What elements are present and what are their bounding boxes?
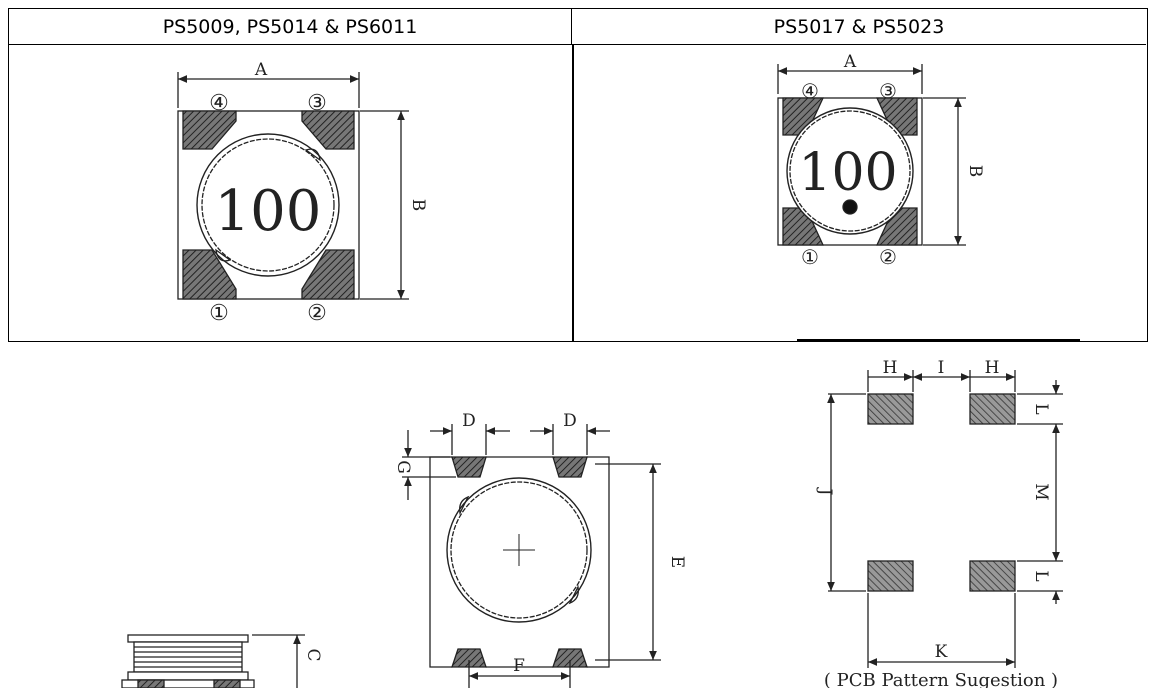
pad-d-left [451, 456, 487, 478]
pcb-caption: ( PCB Pattern Sugestion ) [824, 670, 1058, 688]
label-i: I [938, 358, 945, 378]
pad-bottom-right [552, 648, 588, 668]
pcb-pad-bl [867, 560, 914, 592]
pad-bottom-left [451, 648, 487, 668]
label-e: E [667, 556, 687, 568]
pin-3-left: ③ [307, 91, 327, 116]
side-view [121, 634, 305, 688]
pad-3 [301, 110, 355, 150]
pin-4-left: ④ [209, 91, 229, 116]
pad-d-right [552, 456, 588, 478]
label-g: G [393, 460, 413, 474]
notch-top [304, 148, 321, 162]
label-d-left: D [462, 411, 476, 431]
winding-right [786, 107, 914, 235]
pin-4-right: ④ [801, 79, 819, 103]
label-d-right: D [563, 411, 577, 431]
label-m: M [1031, 483, 1051, 500]
pad-2 [301, 249, 355, 300]
label-l-top: L [1031, 403, 1051, 414]
marking-left: 100 [215, 179, 322, 244]
pcb-top-rule [797, 339, 1080, 341]
bottom-view [402, 424, 661, 688]
label-a-right: A [843, 52, 857, 72]
label-f: F [513, 656, 525, 676]
pin-1-left: ① [209, 301, 229, 326]
winding-right-inner [789, 110, 911, 232]
pcb-pattern [827, 370, 1063, 668]
label-h-left: H [883, 358, 898, 378]
label-b-left: B [408, 199, 428, 212]
header-right: PS5017 & PS5023 [572, 9, 1146, 45]
label-h-right: H [985, 358, 1000, 378]
pad-1 [182, 249, 237, 300]
pin-2-right: ② [879, 245, 897, 269]
label-b-right: B [965, 165, 985, 178]
marking-right: 100 [798, 143, 897, 203]
pcb-pad-tl [867, 393, 914, 425]
pin-1-right: ① [801, 245, 819, 269]
specs-table: PS5009, PS5014 & PS6011 PS5017 & PS5023 [8, 8, 1148, 342]
pcb-pad-tr [969, 393, 1016, 425]
label-c: C [303, 648, 323, 661]
pcb-pad-br [969, 560, 1016, 592]
label-a-left: A [254, 60, 268, 80]
label-k: K [935, 642, 948, 662]
top-view-ps5017 [777, 64, 966, 246]
winding-outer [196, 133, 340, 277]
pin-2-left: ② [307, 301, 327, 326]
pin-3-right: ③ [879, 79, 897, 103]
winding-inner [201, 138, 335, 272]
top-view-ps5009 [177, 72, 409, 300]
header-left: PS5009, PS5014 & PS6011 [9, 9, 572, 45]
table-divider [572, 45, 574, 341]
label-j: J [815, 487, 835, 496]
label-l-bottom: L [1031, 570, 1051, 581]
pad-4 [182, 110, 237, 150]
notch-bottom [215, 248, 232, 262]
polarity-dot [842, 199, 858, 215]
